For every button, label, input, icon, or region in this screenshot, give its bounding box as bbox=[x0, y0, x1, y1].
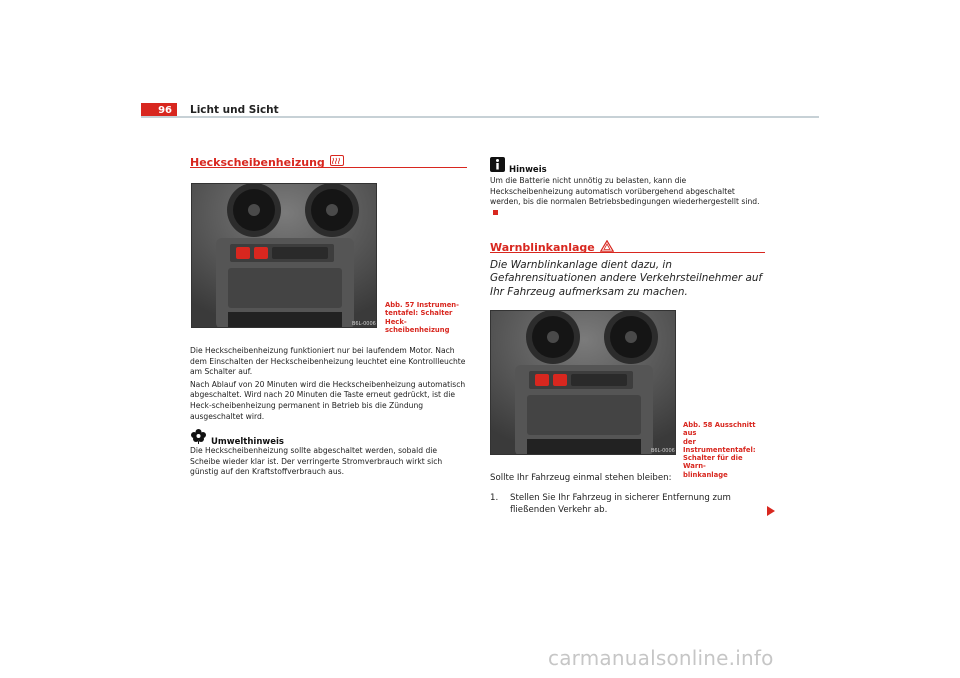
note-title: Hinweis bbox=[490, 157, 547, 175]
flower-icon bbox=[190, 428, 207, 447]
rear-window-heating-icon bbox=[329, 155, 344, 169]
figure-57-photo: B6L-0006 bbox=[191, 183, 377, 328]
env-note-title-text: Umwelthinweis bbox=[211, 437, 284, 447]
paragraph: Nach Ablauf von 20 Minuten wird die Heck… bbox=[190, 379, 466, 421]
lead-paragraph: Die Warnblinkanlage dient dazu, in Gefah… bbox=[490, 259, 763, 298]
step-item: 1. Stellen Sie Ihr Fahrzeug in sicherer … bbox=[490, 493, 768, 516]
page-number: 96 bbox=[141, 103, 177, 118]
figure-code: B6L-0006 bbox=[352, 321, 376, 327]
header-rule bbox=[141, 116, 819, 118]
figure-58-caption: Abb. 58 Ausschnitt aus der Instrumentent… bbox=[683, 421, 756, 479]
paragraph: Die Heckscheibenheizung funktioniert nur… bbox=[190, 346, 466, 377]
note-body: Um die Batterie nicht unnötig zu belaste… bbox=[490, 176, 760, 207]
section-title-warnblinkanlage: Warnblinkanlage bbox=[490, 239, 615, 255]
intro-text: Sollte Ihr Fahrzeug einmal stehen bleibe… bbox=[490, 473, 672, 483]
section-rule bbox=[490, 252, 765, 253]
env-note-title: Umwelthinweis bbox=[190, 428, 284, 447]
section-title-heckscheibenheizung: Heckscheibenheizung bbox=[190, 155, 344, 169]
note-text: Um die Batterie nicht unnötig zu belaste… bbox=[490, 176, 766, 218]
figure-58-photo: B6L-0006 bbox=[490, 310, 676, 455]
info-icon bbox=[490, 157, 505, 175]
env-note-text: Die Heckscheibenheizung sollte abgeschal… bbox=[190, 446, 443, 477]
figure-code: B6L-0006 bbox=[651, 448, 675, 454]
step-text: Stellen Sie Ihr Fahrzeug in sicherer Ent… bbox=[510, 493, 731, 515]
warning-triangle-icon bbox=[599, 239, 615, 255]
left-body-text: Die Heckscheibenheizung funktioniert nur… bbox=[190, 346, 468, 424]
figure-57-caption: Abb. 57 Instrumen- tentafel: Schalter He… bbox=[385, 301, 459, 334]
watermark: carmanualsonline.info bbox=[548, 646, 774, 670]
section-title-text: Heckscheibenheizung bbox=[190, 155, 325, 169]
section-rule bbox=[190, 167, 467, 168]
step-number: 1. bbox=[490, 493, 499, 503]
chapter-title: Licht und Sicht bbox=[190, 104, 279, 116]
continue-arrow-icon bbox=[767, 506, 775, 516]
note-title-text: Hinweis bbox=[509, 165, 547, 175]
section-title-text: Warnblinkanlage bbox=[490, 241, 595, 254]
end-marker bbox=[493, 210, 498, 216]
